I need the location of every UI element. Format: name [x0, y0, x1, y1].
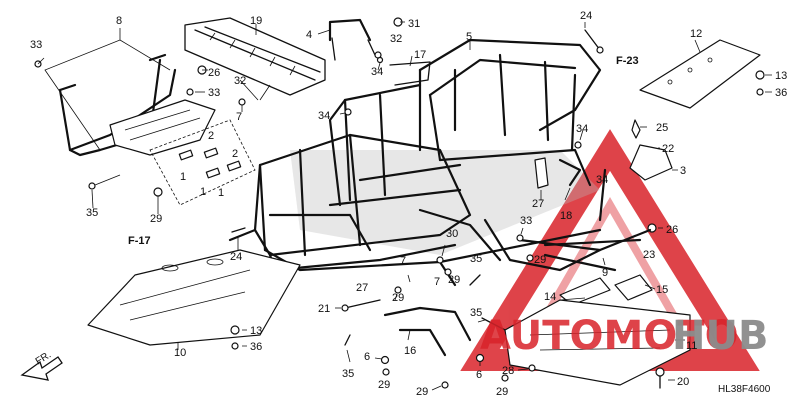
top-right-parts	[469, 22, 772, 109]
callout-33: 33	[30, 39, 42, 51]
callout-35d: 35	[342, 368, 354, 380]
callout-1: 1	[180, 171, 186, 183]
callout-13b: 13	[250, 325, 262, 337]
callout-18: 18	[560, 210, 572, 222]
top-center-parts	[317, 17, 431, 116]
callout-13: 13	[775, 70, 787, 82]
callout-24: 24	[580, 10, 592, 22]
callout-36: 36	[775, 87, 787, 99]
callout-29g: 29	[534, 254, 546, 266]
callout-23: 23	[643, 249, 655, 261]
callout-32: 32	[234, 75, 246, 87]
callout-15: 15	[656, 284, 668, 296]
callout-6b: 6	[476, 369, 482, 381]
callout-34c: 34	[576, 123, 588, 135]
callout-6: 6	[364, 351, 370, 363]
left-side-parts	[34, 28, 256, 214]
carrier-rack	[184, 17, 326, 112]
callout-34: 34	[371, 66, 383, 78]
callout-35b: 35	[470, 253, 482, 265]
callout-34d: 34	[596, 174, 608, 186]
callout-17: 17	[414, 49, 426, 61]
callout-30: 30	[446, 228, 458, 240]
callout-9: 9	[602, 267, 608, 279]
callout-29f: 29	[496, 386, 508, 398]
callout-31: 31	[408, 18, 420, 30]
callout-36b: 36	[250, 341, 262, 353]
front-arrow	[20, 356, 63, 381]
callout-labels: 8 33 19 4 31 32 17 34 5 24 F-23 12 13 36…	[30, 10, 787, 398]
callout-16: 16	[404, 345, 416, 357]
main-frame	[228, 38, 642, 287]
bottom-parts	[87, 227, 691, 391]
callout-24b: 24	[230, 251, 242, 263]
callout-11: 11	[686, 340, 697, 352]
callout-28: 28	[502, 365, 514, 377]
callout-14: 14	[544, 291, 556, 303]
callout-21: 21	[318, 303, 330, 315]
callout-5: 5	[466, 31, 472, 43]
callout-22: 22	[662, 143, 674, 155]
callout-2b: 2	[232, 148, 238, 160]
watermark-word-a: AUTOMOTO	[480, 313, 739, 359]
callout-33b: 33	[208, 87, 220, 99]
callout-8: 8	[116, 15, 122, 27]
callout-19: 19	[250, 15, 262, 27]
callout-34b: 34	[318, 110, 330, 122]
callout-32: 32	[390, 33, 402, 45]
watermark-word-b: HUB	[672, 313, 768, 359]
callout-10: 10	[174, 347, 186, 359]
callout-27b: 27	[532, 198, 544, 210]
callout-29b: 29	[392, 292, 404, 304]
callout-1c: 1	[218, 187, 224, 199]
callout-20: 20	[677, 376, 689, 388]
callout-12: 12	[690, 28, 702, 40]
callout-35: 35	[86, 207, 98, 219]
callout-3: 3	[680, 165, 686, 177]
callout-29e: 29	[416, 386, 428, 398]
callout-26b: 26	[666, 224, 678, 236]
callout-29: 29	[150, 213, 162, 225]
callout-1b: 1	[200, 186, 206, 198]
callout-29c: 29	[448, 274, 460, 286]
callout-4: 4	[306, 29, 312, 41]
callout-2: 2	[208, 130, 214, 142]
callout-7: 7	[236, 111, 242, 123]
callout-29d: 29	[378, 379, 390, 391]
callout-25: 25	[656, 122, 668, 134]
callout-26: 26	[208, 67, 220, 79]
callout-35c: 35	[470, 307, 482, 319]
drawing-code: HL38F4600	[718, 384, 771, 395]
callout-27: 27	[356, 282, 368, 294]
callout-7c: 7	[434, 276, 440, 288]
watermark-text: AUTOMOTO HUB	[480, 313, 768, 359]
ref-f23: F-23	[616, 55, 639, 67]
ref-f17: F-17	[128, 235, 151, 247]
callout-7b: 7	[400, 255, 406, 267]
callout-33c: 33	[520, 215, 532, 227]
